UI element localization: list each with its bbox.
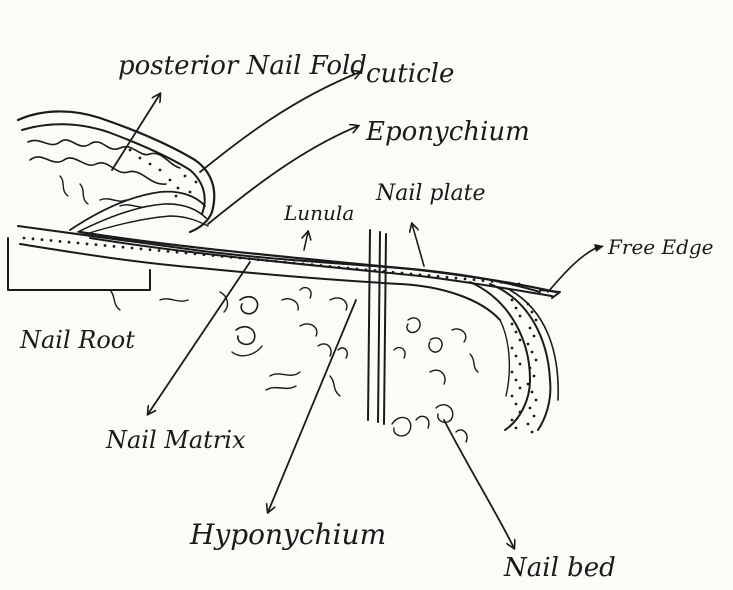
stipple-dot (511, 395, 514, 398)
label-eponychium: Eponychium (365, 117, 530, 147)
label-free-edge: Free Edge (607, 235, 714, 259)
stipple-dot (535, 399, 538, 402)
stipple-dot (131, 247, 134, 250)
stipple-dot (86, 242, 89, 245)
stipple-dot (515, 355, 518, 358)
stipple-dot (77, 242, 80, 245)
stipple-dot (446, 276, 449, 279)
stipple-dot (529, 327, 532, 330)
stipple-dot (511, 323, 514, 326)
label-nail-bed: Nail bed (503, 553, 616, 583)
stipple-dot (511, 299, 514, 302)
label-nail-root: Nail Root (19, 326, 135, 354)
stipple-dot (531, 311, 534, 314)
stipple-dot (533, 415, 536, 418)
stipple-dot (455, 277, 458, 280)
stipple-dot (519, 411, 522, 414)
stipple-dot (527, 383, 530, 386)
stipple-dot (535, 319, 538, 322)
stipple-dot (519, 363, 522, 366)
stipple-dot (113, 245, 116, 248)
stipple-dot (533, 375, 536, 378)
stipple-dot (527, 303, 530, 306)
stipple-dot (519, 315, 522, 318)
stipple-dot (50, 239, 53, 242)
stipple-dot (149, 248, 152, 251)
stipple-dot (511, 419, 514, 422)
stipple-dot (519, 387, 522, 390)
stipple-dot (531, 351, 534, 354)
stipple-dot (68, 241, 71, 244)
label-lunula: Lunula (283, 201, 354, 225)
stipple-dot (519, 339, 522, 342)
stipple-dot (59, 240, 62, 243)
stipple-dot (95, 243, 98, 246)
stipple-dot (41, 238, 44, 241)
label-nail-plate: Nail plate (375, 181, 486, 206)
stipple-dot (104, 244, 107, 247)
stipple-dot (511, 347, 514, 350)
stipple-dot (531, 431, 534, 434)
stipple-dot (23, 237, 26, 240)
stipple-dot (515, 403, 518, 406)
stipple-dot (535, 359, 538, 362)
label-hyponychium: Hyponychium (189, 518, 386, 551)
stipple-dot (32, 237, 35, 240)
stipple-dot (515, 307, 518, 310)
label-nail-matrix: Nail Matrix (105, 426, 246, 454)
stipple-dot (464, 277, 467, 280)
stipple-dot (531, 391, 534, 394)
stipple-dot (527, 423, 530, 426)
stipple-dot (527, 343, 530, 346)
stipple-dot (533, 335, 536, 338)
stipple-dot (511, 371, 514, 374)
stipple-dot (529, 407, 532, 410)
stipple-dot (122, 246, 125, 249)
stipple-dot (515, 331, 518, 334)
stipple-dot (158, 249, 161, 252)
label-cuticle: cuticle (366, 59, 454, 89)
stipple-dot (140, 247, 143, 250)
stipple-dot (515, 379, 518, 382)
stipple-dot (473, 278, 476, 281)
stipple-dot (167, 250, 170, 253)
label-posterior-nail-fold: posterior Nail Fold (118, 51, 367, 81)
stipple-dot (529, 367, 532, 370)
stipple-dot (515, 427, 518, 430)
